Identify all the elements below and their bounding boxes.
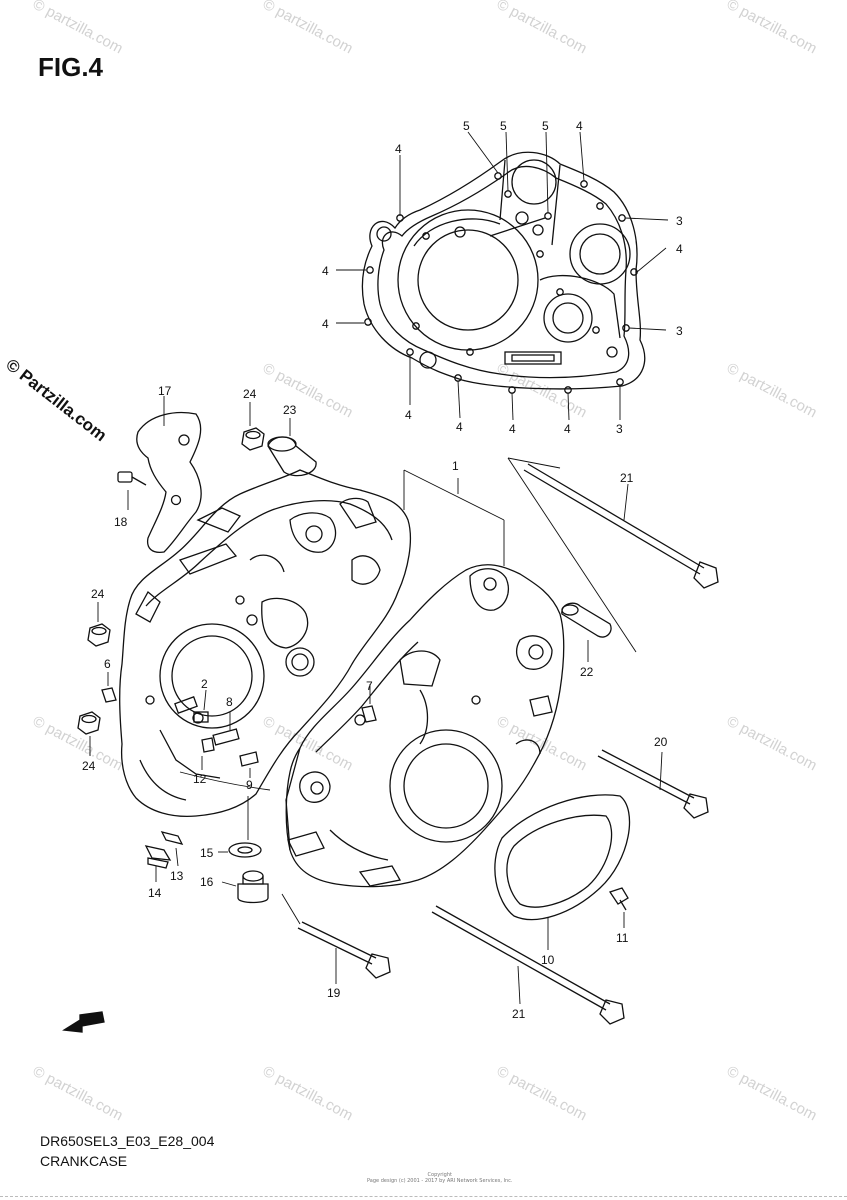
figure-name: CRANKCASE: [40, 1153, 128, 1169]
callout-3: 3: [616, 422, 623, 436]
part-19-bolt: [281, 893, 391, 984]
callout-5: 5: [463, 119, 470, 133]
callout-7: 7: [366, 679, 373, 693]
callout-14: 14: [148, 886, 162, 900]
page-divider: [0, 1196, 847, 1197]
part-13-oring: [160, 831, 184, 867]
callout-4: 4: [676, 242, 683, 256]
callout-8: 8: [226, 695, 233, 709]
callout-4: 4: [322, 317, 329, 331]
part-23-spacer: [267, 418, 317, 477]
callout-16: 16: [200, 875, 214, 889]
callout-23: 23: [283, 403, 297, 417]
part-7-pin: [361, 684, 377, 723]
callout-13: 13: [170, 869, 184, 883]
callout-2: 2: [201, 677, 208, 691]
callout-24: 24: [243, 387, 257, 401]
part-1-bracket-lines: [403, 469, 505, 566]
callout-6: 6: [104, 657, 111, 671]
callout-3: 3: [676, 324, 683, 338]
copyright-note: Copyright Page design (c) 2001 - 2017 by…: [367, 1172, 513, 1184]
crankcase-left-half: [119, 469, 411, 818]
small-fittings-cluster: [179, 689, 271, 840]
callout-4: 4: [509, 422, 516, 436]
part-20-bolt: [597, 749, 709, 819]
callout-10: 10: [541, 953, 555, 967]
part-24-nut-left: [87, 602, 111, 647]
callout-4: 4: [456, 420, 463, 434]
fwd-arrow-icon: FWD: [62, 1011, 105, 1033]
callout-22: 22: [580, 665, 594, 679]
figure-code: DR650SEL3_E03_E28_004: [40, 1133, 215, 1149]
callout-4: 4: [395, 142, 402, 156]
gasket-leader-lines: [336, 131, 669, 421]
callout-5: 5: [500, 119, 507, 133]
callout-9: 9: [246, 778, 253, 792]
part-24-nut-left-lower: [77, 711, 101, 756]
part-17-bracket: [136, 396, 202, 554]
part-18-bolt: [117, 471, 147, 510]
callout-12: 12: [193, 772, 207, 786]
callout-5: 5: [542, 119, 549, 133]
part-21-bolt-upper: [507, 457, 719, 653]
callout-1: 1: [452, 459, 459, 473]
callout-18: 18: [114, 515, 128, 529]
callout-21: 21: [620, 471, 634, 485]
callout-3: 3: [676, 214, 683, 228]
figure-title: FIG.4: [38, 52, 104, 82]
part-6-dowel: [101, 672, 117, 703]
callout-21: 21: [512, 1007, 526, 1021]
fwd-label: FWD: [84, 1018, 98, 1024]
part-14-screen: [144, 845, 172, 882]
callout-4: 4: [322, 264, 329, 278]
part-11-bolt: [608, 887, 629, 928]
callout-24: 24: [82, 759, 96, 773]
callout-19: 19: [327, 986, 341, 1000]
callout-15: 15: [200, 846, 214, 860]
callout-11: 11: [616, 931, 629, 945]
callout-20: 20: [654, 735, 668, 749]
part-15-washer: [218, 842, 262, 858]
part-22-sleeve: [561, 602, 612, 662]
part-10-cover: [494, 794, 631, 950]
callout-4: 4: [576, 119, 583, 133]
callout-24: 24: [91, 587, 105, 601]
callout-4: 4: [564, 422, 571, 436]
part-21-bolt-lower: [431, 905, 625, 1025]
part-24-nut-top: [241, 402, 265, 451]
callout-numbers: 4 5 5 5 4 3 4 4 4 3 4 4 4 4 3 17 24 23 1…: [82, 119, 683, 1021]
callout-4: 4: [405, 408, 412, 422]
crankcase-right-half: [285, 564, 565, 888]
callout-17: 17: [158, 384, 172, 398]
part-16-drain-plug: [221, 870, 269, 904]
gasket-outline: [361, 151, 646, 394]
